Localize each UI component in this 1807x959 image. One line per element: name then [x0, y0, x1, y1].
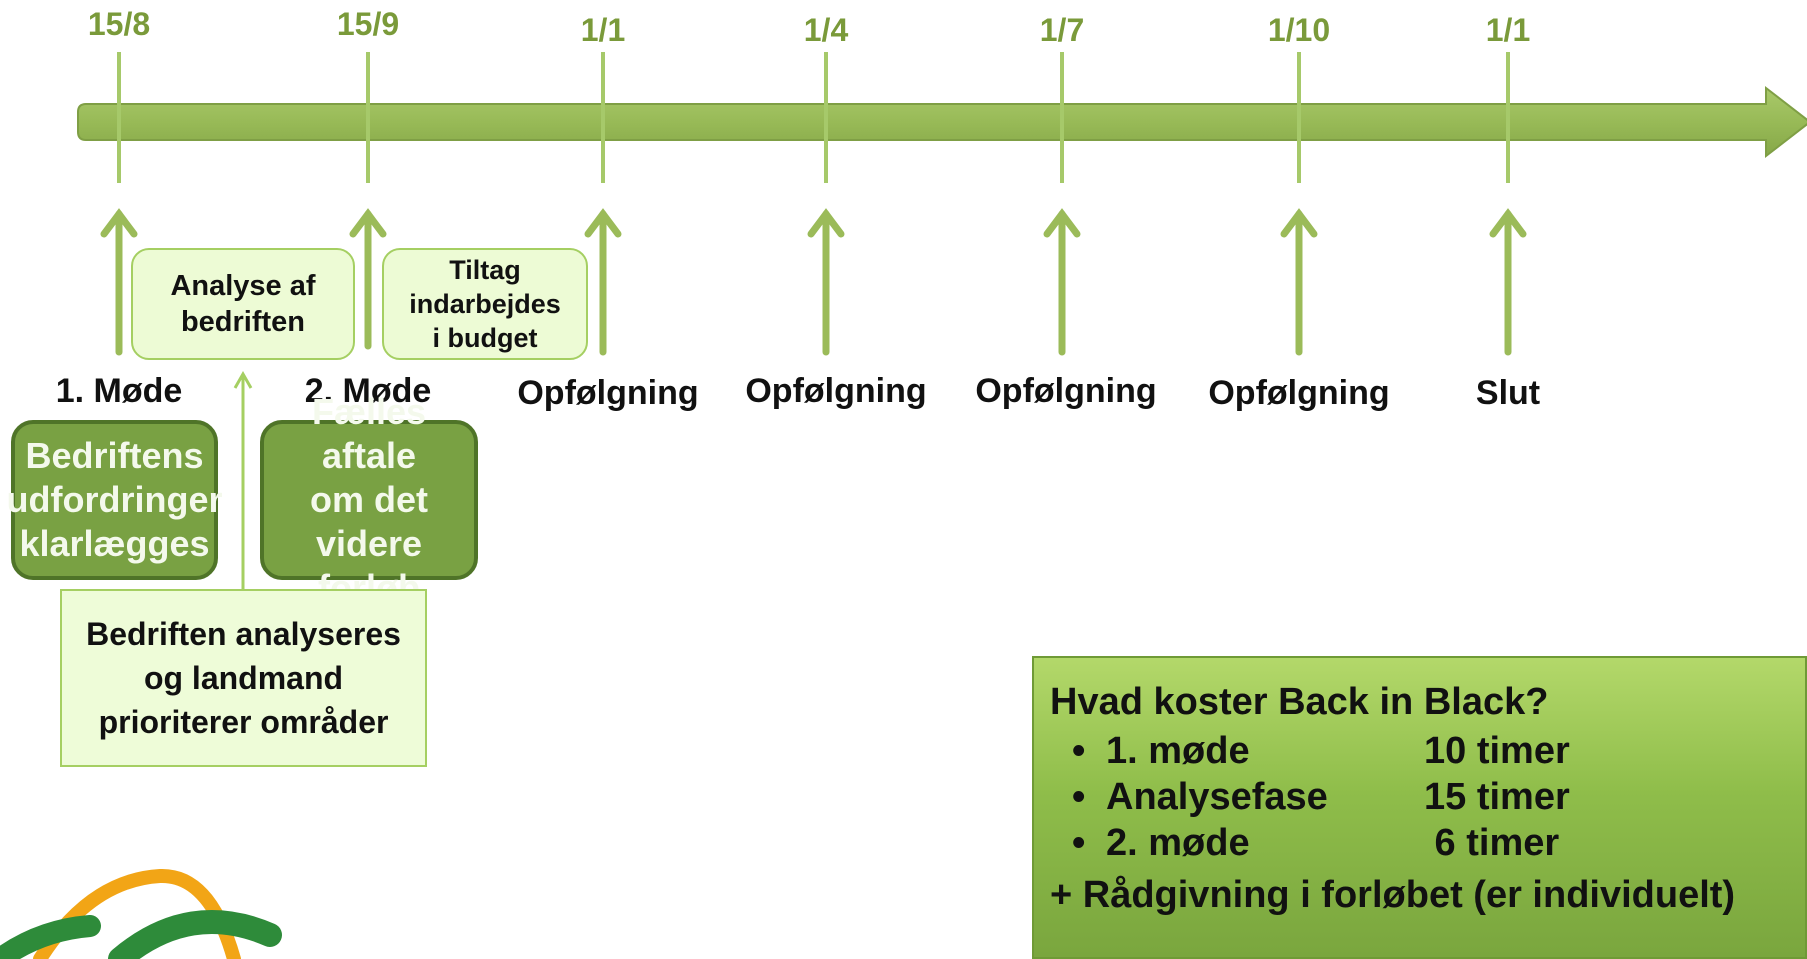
up-arrow-2 — [349, 208, 387, 350]
up-arrow-5 — [1043, 208, 1081, 356]
date-label-2: 15/9 — [336, 6, 400, 42]
phase-analysis-box: Analyse af bedriften — [131, 248, 355, 360]
challenges-box: Bedriftens udfordringer klarlægges — [7, 420, 223, 580]
connector-arrow — [233, 370, 253, 590]
cost-item-label: 2. møde — [1106, 822, 1250, 864]
up-arrow-6 — [1280, 208, 1318, 356]
milestone-label-2: 2. Møde — [304, 372, 432, 410]
date-label-1: 15/8 — [87, 6, 151, 42]
agreement-box: Fælles aftale om det videre forløb — [260, 391, 478, 608]
milestone-label-7: Slut — [1475, 374, 1541, 412]
cost-item-hours: 15 timer — [1424, 776, 1570, 818]
up-arrow-4 — [807, 208, 845, 356]
cost-title: Hvad koster Back in Black? — [1050, 681, 1549, 723]
date-label-6: 1/10 — [1267, 12, 1331, 48]
logo-mark — [0, 869, 282, 959]
milestone-label-3: Opfølgning — [517, 374, 699, 412]
date-label-7: 1/1 — [1485, 12, 1531, 48]
cost-item-label: 1. møde — [1106, 730, 1250, 772]
phase-budget-box: Tiltag indarbejdes i budget — [382, 248, 588, 360]
cost-item: • 2. møde 6 timer — [1050, 820, 1795, 866]
cost-item-hours: 6 timer — [1424, 822, 1560, 864]
cost-extra-note: + Rådgivning i forløbet (er individuelt) — [1050, 874, 1736, 916]
cost-item-hours: 10 timer — [1424, 730, 1570, 772]
timeline-arrow — [77, 85, 1807, 159]
cost-box: Hvad koster Back in Black? • 1. møde 10 … — [1032, 656, 1807, 959]
milestone-label-5: Opfølgning — [975, 372, 1157, 410]
date-label-3: 1/1 — [580, 12, 626, 48]
date-label-4: 1/4 — [803, 12, 849, 48]
date-label-5: 1/7 — [1039, 12, 1085, 48]
up-arrow-3 — [584, 208, 622, 356]
cost-item: • Analysefase 15 timer — [1050, 774, 1795, 820]
cost-item-label: Analysefase — [1106, 776, 1328, 818]
analysis-detail-box: Bedriften analyseres og landmand priorit… — [60, 589, 427, 767]
milestone-label-4: Opfølgning — [745, 372, 927, 410]
milestone-label-1: 1. Møde — [55, 372, 183, 410]
up-arrow-1 — [100, 208, 138, 356]
milestone-label-6: Opfølgning — [1208, 374, 1390, 412]
cost-item: • 1. møde 10 timer — [1050, 728, 1795, 774]
up-arrow-7 — [1489, 208, 1527, 356]
